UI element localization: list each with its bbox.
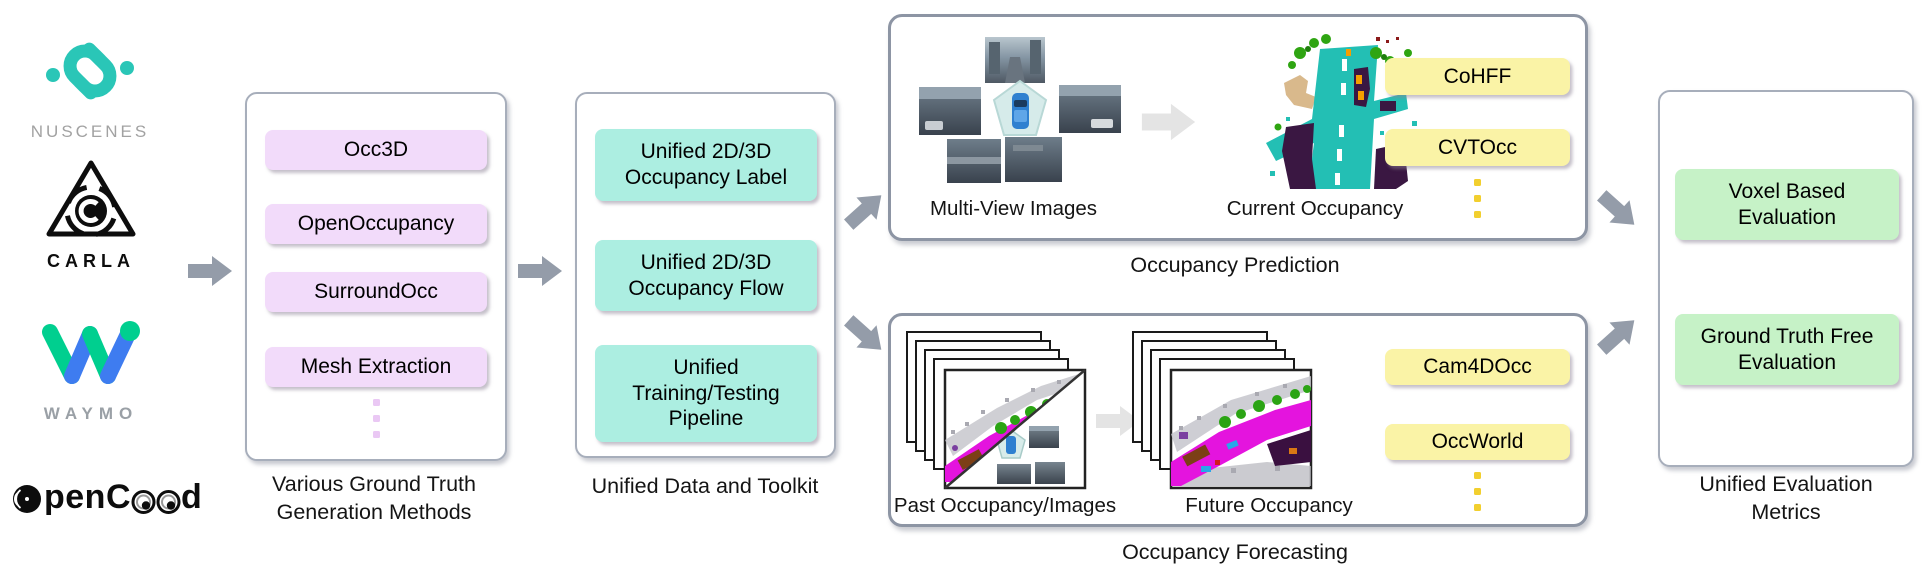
method-pill-cohff: CoHFF xyxy=(1385,58,1570,95)
opencood-o-icon xyxy=(13,485,41,513)
carla-logo-label: CARLA xyxy=(47,251,135,271)
toolkit-box-caption: Unified Data and Toolkit xyxy=(591,474,819,498)
method-pill-cvtocc: CVTOcc xyxy=(1385,129,1570,166)
opencood-eye-icon xyxy=(131,490,156,514)
method-pill-mesh-extraction: Mesh Extraction xyxy=(265,347,487,387)
arrow-generation-to-toolkit xyxy=(518,252,562,290)
flow-arrow-forecasting xyxy=(1089,402,1147,440)
eval-pill-voxel-based: Voxel Based Evaluation xyxy=(1675,169,1899,240)
prediction-panel-caption: Occupancy Prediction xyxy=(1130,253,1340,277)
opencood-logo: penC d xyxy=(8,474,202,520)
multi-view-images-thumbnail xyxy=(913,37,1128,197)
forecasting-panel: Past Occupancy/Images xyxy=(888,313,1588,527)
prediction-panel: Multi-View Images xyxy=(888,14,1588,241)
carla-logo-icon xyxy=(44,158,138,248)
ellipsis-dots-yellow xyxy=(1474,179,1481,218)
waymo-logo-icon xyxy=(30,316,152,394)
toolkit-box: Unified 2D/3D Occupancy Label Unified 2D… xyxy=(575,92,836,458)
multi-view-images-label: Multi-View Images xyxy=(929,197,1098,220)
flow-arrow-prediction xyxy=(1126,99,1211,145)
opencood-text-d: d xyxy=(181,477,203,516)
future-occupancy-label: Future Occupancy xyxy=(1185,494,1353,517)
nuscenes-logo-icon xyxy=(40,24,140,119)
ellipsis-dots-purple xyxy=(373,399,380,438)
generation-methods-box: Occ3D OpenOccupancy SurroundOcc Mesh Ext… xyxy=(245,92,507,461)
ellipsis-dots-yellow xyxy=(1474,472,1481,511)
forecasting-panel-caption: Occupancy Forecasting xyxy=(1122,540,1348,564)
arrow-prediction-to-evaluation xyxy=(1589,181,1647,239)
method-pill-occ3d: Occ3D xyxy=(265,130,487,170)
waymo-logo-label: WAYMO xyxy=(43,404,139,423)
method-pill-surroundocc: SurroundOcc xyxy=(265,272,487,312)
generation-box-caption: Various Ground Truth Generation Methods xyxy=(272,472,476,525)
arrow-toolkit-to-forecasting xyxy=(836,306,894,364)
future-occupancy-thumbnail xyxy=(1131,330,1313,495)
past-occupancy-thumbnail xyxy=(905,330,1089,495)
opencood-eye-icon xyxy=(156,490,181,514)
method-pill-cam4docc: Cam4DOcc xyxy=(1385,349,1570,385)
opencood-text-penc: penC xyxy=(44,477,131,516)
arrow-toolkit-to-prediction xyxy=(836,181,894,239)
past-occupancy-label: Past Occupancy/Images xyxy=(893,494,1117,517)
current-occupancy-thumbnail xyxy=(1256,31,1428,196)
arrow-logos-to-generation xyxy=(188,252,232,290)
method-pill-occworld: OccWorld xyxy=(1385,424,1570,460)
method-pill-openoccupancy: OpenOccupancy xyxy=(265,204,487,244)
toolkit-pill-training-pipeline: Unified Training/Testing Pipeline xyxy=(595,345,817,442)
arrow-forecasting-to-evaluation xyxy=(1589,306,1647,364)
toolkit-pill-occupancy-flow: Unified 2D/3D Occupancy Flow xyxy=(595,240,817,311)
evaluation-box: Voxel Based Evaluation Ground Truth Free… xyxy=(1658,90,1914,467)
eval-pill-ground-truth-free: Ground Truth Free Evaluation xyxy=(1675,314,1899,385)
nuscenes-logo-label: NUSCENES xyxy=(30,122,150,141)
toolkit-pill-occupancy-label: Unified 2D/3D Occupancy Label xyxy=(595,129,817,201)
current-occupancy-label: Current Occupancy xyxy=(1226,197,1404,220)
evaluation-box-caption: Unified Evaluation Metrics xyxy=(1699,472,1873,525)
